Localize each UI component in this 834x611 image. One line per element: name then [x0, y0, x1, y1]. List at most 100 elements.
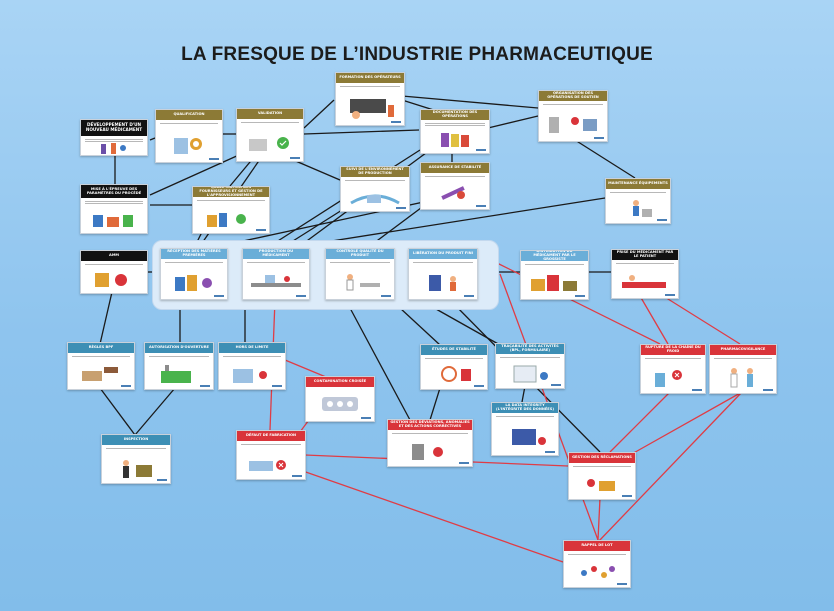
- card-suivi-env[interactable]: SUIVI DE L'ENVIRONNEMENT DE PRODUCTION: [340, 166, 410, 212]
- card-etudes-title: ÉTUDES DE STABILITÉ: [421, 345, 487, 355]
- link-regles-inspection: [99, 387, 136, 436]
- card-reception[interactable]: RÉCEPTION DES MATIÈRES PREMIÈRES: [160, 248, 228, 300]
- card-inspection-title: INSPECTION: [102, 435, 170, 445]
- red-link-prise-rupture: [639, 295, 669, 345]
- card-integrite[interactable]: LA DATA INTEGRITY (L'INTÉGRITÉ DES DONNÉ…: [491, 402, 559, 456]
- card-amm-title: AMM: [81, 251, 147, 261]
- card-defaut[interactable]: DÉFAUT DE FABRICATION: [236, 430, 306, 480]
- card-equipements-title: MAINTENANCE ÉQUIPEMENTS: [606, 179, 670, 189]
- card-autorisation-title: AUTORISATION D'OUVERTURE: [145, 343, 213, 353]
- card-formation-title: FORMATION DES OPÉRATEURS: [336, 73, 404, 83]
- card-controle-title: CONTRÔLE QUALITÉ DU PRODUIT: [326, 249, 394, 259]
- card-prise-title: PRISE DU MÉDICAMENT PAR LE PATIENT: [612, 250, 678, 260]
- cold-chain-illustration: [641, 365, 705, 389]
- red-link-defaut-rappel: [299, 469, 564, 563]
- link-hub-deviation: [349, 307, 411, 421]
- card-controle[interactable]: CONTRÔLE QUALITÉ DU PRODUIT: [325, 248, 395, 300]
- card-hors-limite[interactable]: HORS DE LIMITE: [218, 342, 286, 390]
- process-illustration: [81, 211, 147, 229]
- card-regles[interactable]: RÈGLES BPF: [67, 342, 135, 390]
- red-link-reclamations-rappel: [597, 497, 601, 541]
- link-equipements-hub: [299, 197, 606, 247]
- recall-illustration: [564, 561, 630, 583]
- card-liberation-title: LIBÉRATION DU PRODUIT FINI: [409, 249, 477, 259]
- card-vigilance[interactable]: PHARMACOVIGILANCE: [709, 344, 777, 394]
- stability-illustration: [421, 183, 489, 205]
- card-regles-title: RÈGLES BPF: [68, 343, 134, 353]
- card-validation-title: VALIDATION: [237, 109, 303, 119]
- link-autorisation-inspection: [134, 387, 176, 436]
- card-deviation[interactable]: GESTION DES DÉVIATIONS, ANOMALIES ET DES…: [387, 419, 473, 467]
- card-production[interactable]: PRODUCTION DU MÉDICAMENT: [242, 248, 310, 300]
- documents-illustration: [421, 131, 489, 149]
- card-autorisation[interactable]: AUTORISATION D'OUVERTURE: [144, 342, 214, 390]
- card-reclamations[interactable]: GESTION DES RÉCLAMATIONS: [568, 452, 636, 500]
- card-documentation[interactable]: DOCUMENTATION DES OPÉRATIONS: [420, 109, 490, 154]
- card-validation[interactable]: VALIDATION: [236, 108, 304, 162]
- card-reclamations-title: GESTION DES RÉCLAMATIONS: [569, 453, 635, 463]
- card-mise-epreuve-title: MISE À L'ÉPREUVE DES PARAMÈTRES DU PROCÉ…: [81, 185, 147, 198]
- gavel-illustration: [68, 363, 134, 385]
- card-integrite-title: LA DATA INTEGRITY (L'INTÉGRITÉ DES DONNÉ…: [492, 403, 558, 413]
- red-link-rupture-reclamations: [609, 391, 671, 453]
- complaints-illustration: [569, 473, 635, 495]
- production-line-illustration: [243, 269, 309, 295]
- card-rappel[interactable]: RAPPEL DE LOT: [563, 540, 631, 588]
- card-qualif-fournisseurs[interactable]: QUALIFICATION DES FOURNISSEURS ET GESTIO…: [192, 186, 270, 234]
- card-rupture-title: RUPTURE DE LA CHAÎNE DU FROID: [641, 345, 705, 355]
- card-assurance-title: ASSURANCE DE STABILITÉ: [421, 163, 489, 173]
- quality-control-illustration: [326, 269, 394, 295]
- link-validation-documentation: [303, 129, 420, 135]
- card-inspection[interactable]: INSPECTION: [101, 434, 171, 484]
- link-validation-mise: [149, 149, 251, 196]
- lab-equipment-illustration: [156, 132, 222, 158]
- timer-illustration: [421, 363, 487, 385]
- card-developpement[interactable]: DÉVELOPPEMENT D'UN NOUVEAU MÉDICAMENT: [80, 119, 148, 156]
- card-mise-epreuve[interactable]: MISE À L'ÉPREUVE DES PARAMÈTRES DU PROCÉ…: [80, 184, 148, 234]
- card-qualification[interactable]: QUALIFICATION: [155, 109, 223, 163]
- card-organisation-title: ORGANISATION DES OPÉRATIONS DE SOUTIEN: [539, 91, 607, 101]
- card-hors-limite-title: HORS DE LIMITE: [219, 343, 285, 353]
- cleanroom-illustration: [341, 187, 409, 207]
- card-amm[interactable]: AMM: [80, 250, 148, 294]
- page-title: LA FRESQUE DE L’INDUSTRIE PHARMACEUTIQUE: [181, 44, 653, 65]
- card-deviation-title: GESTION DES DÉVIATIONS, ANOMALIES ET DES…: [388, 420, 472, 430]
- out-of-limit-illustration: [219, 363, 285, 385]
- link-organisation-equipements: [574, 139, 636, 179]
- card-formation[interactable]: FORMATION DES OPÉRATEURS: [335, 72, 405, 126]
- card-etudes[interactable]: ÉTUDES DE STABILITÉ: [420, 344, 488, 390]
- defect-illustration: [237, 453, 305, 475]
- blister-pack-illustration: [306, 393, 374, 417]
- corrective-action-illustration: [388, 440, 472, 462]
- card-tracabilite-title: TRAÇABILITÉ DES ACTIVITÉS (BPL, FORMULAI…: [496, 344, 564, 354]
- red-link-vigilance-rappel: [597, 391, 743, 543]
- card-liberation[interactable]: LIBÉRATION DU PRODUIT FINI: [408, 248, 478, 300]
- card-equipements[interactable]: MAINTENANCE ÉQUIPEMENTS: [605, 178, 671, 224]
- raw-materials-illustration: [161, 269, 227, 295]
- validation-checklist-illustration: [237, 131, 303, 157]
- card-contamination[interactable]: CONTAMINATION CROISÉE: [305, 376, 375, 422]
- card-contamination-title: CONTAMINATION CROISÉE: [306, 377, 374, 387]
- red-link-prise-vigilance: [659, 293, 741, 345]
- card-distribution-title: DISTRIBUTION DU MÉDICAMENT PAR LE GROSSI…: [521, 251, 588, 261]
- card-suivi-env-title: SUIVI DE L'ENVIRONNEMENT DE PRODUCTION: [341, 167, 409, 177]
- approval-illustration: [81, 269, 147, 289]
- wholesaler-illustration: [521, 269, 588, 295]
- link-qualification-developpement: [149, 137, 156, 141]
- card-defaut-title: DÉFAUT DE FABRICATION: [237, 431, 305, 441]
- card-production-title: PRODUCTION DU MÉDICAMENT: [243, 249, 309, 259]
- card-prise[interactable]: PRISE DU MÉDICAMENT PAR LE PATIENT: [611, 249, 679, 299]
- technician-illustration: [606, 197, 670, 219]
- patient-illustration: [612, 268, 678, 294]
- link-amm-regles: [99, 291, 113, 345]
- factory-illustration: [145, 363, 213, 385]
- card-assurance[interactable]: ASSURANCE DE STABILITÉ: [420, 162, 490, 210]
- card-qualif-fournisseurs-title: QUALIFICATION DES FOURNISSEURS ET GESTIO…: [193, 187, 269, 197]
- link-hub-etudes: [399, 307, 441, 346]
- card-organisation[interactable]: ORGANISATION DES OPÉRATIONS DE SOUTIEN: [538, 90, 608, 142]
- card-tracabilite[interactable]: TRAÇABILITÉ DES ACTIVITÉS (BPL, FORMULAI…: [495, 343, 565, 389]
- card-distribution[interactable]: DISTRIBUTION DU MÉDICAMENT PAR LE GROSSI…: [520, 250, 589, 300]
- card-rupture[interactable]: RUPTURE DE LA CHAÎNE DU FROID: [640, 344, 706, 394]
- card-qualification-title: QUALIFICATION: [156, 110, 222, 120]
- supplier-boxes-illustration: [193, 209, 269, 229]
